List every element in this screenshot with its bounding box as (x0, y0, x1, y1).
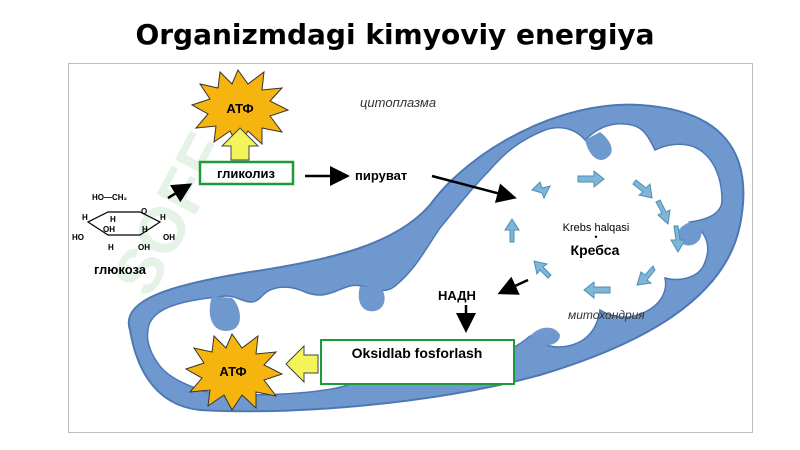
cycle-arrow-7 (583, 280, 611, 300)
krebs-dot: • (594, 232, 597, 242)
glucose-h2: H (110, 215, 116, 224)
glucose-oh1: OH (103, 225, 115, 234)
pyruvate-label: пируват (355, 168, 407, 183)
oxphos-box (320, 339, 515, 385)
glucose-oh2: OH (163, 233, 175, 242)
krebs-label-ru: Кребса (571, 242, 620, 258)
up-arrow (220, 127, 260, 161)
cycle-arrow-2 (577, 169, 605, 189)
krebs-cycle-arrows (504, 169, 686, 300)
glycolysis-label: гликолиз (217, 166, 276, 181)
page-title: Organizmdagi kimyoviy energiya (135, 18, 655, 51)
cycle-arrow-1 (531, 181, 551, 200)
cytoplasm-label: цитоплазма (360, 95, 436, 110)
cycle-arrow-5 (670, 225, 686, 253)
atp-bottom: АТФ (184, 332, 284, 411)
arrow-pyruvate-krebs (431, 174, 517, 203)
arrow-krebs-nadh (497, 276, 529, 295)
glucose-ho: HO (72, 233, 84, 242)
glucose-ch2: HO—CH₂ (92, 193, 128, 202)
nadh-label: НАДН (438, 288, 476, 303)
glucose-h4: H (142, 225, 148, 234)
left-arrow (285, 344, 319, 384)
atp-bottom-burst (184, 332, 284, 411)
glucose-molecule: HO—CH₂ O H H H OH H HO OH H OH глюкоза (72, 193, 175, 277)
crista-3 (585, 132, 612, 160)
cycle-arrow-3 (632, 179, 653, 199)
glucose-h3: H (160, 213, 166, 222)
glucose-h1: H (82, 213, 88, 222)
cycle-arrow-9 (504, 218, 520, 243)
atp-bottom-label: АТФ (219, 364, 246, 379)
arrow-glucose-glycolysis (167, 183, 193, 203)
glucose-label: глюкоза (94, 262, 147, 277)
atp-top-label: АТФ (226, 101, 253, 116)
glycolysis-box (198, 160, 295, 186)
glucose-h5: H (108, 243, 114, 252)
cycle-arrow-8 (533, 260, 552, 279)
glucose-oh3: OH (138, 243, 150, 252)
crista-5 (530, 327, 560, 346)
krebs-label-uz: Krebs halqasi (563, 222, 630, 234)
crista-2 (358, 286, 385, 312)
crista-1 (209, 296, 240, 331)
glucose-ring (86, 211, 162, 236)
mitochondria-label: митохондрия (568, 308, 645, 322)
cycle-arrow-6 (636, 265, 656, 286)
cycle-arrow-4 (655, 199, 671, 225)
oxphos-label: Oksidlab fosforlash (352, 345, 483, 361)
glucose-ring-oxygen: O (141, 207, 147, 216)
